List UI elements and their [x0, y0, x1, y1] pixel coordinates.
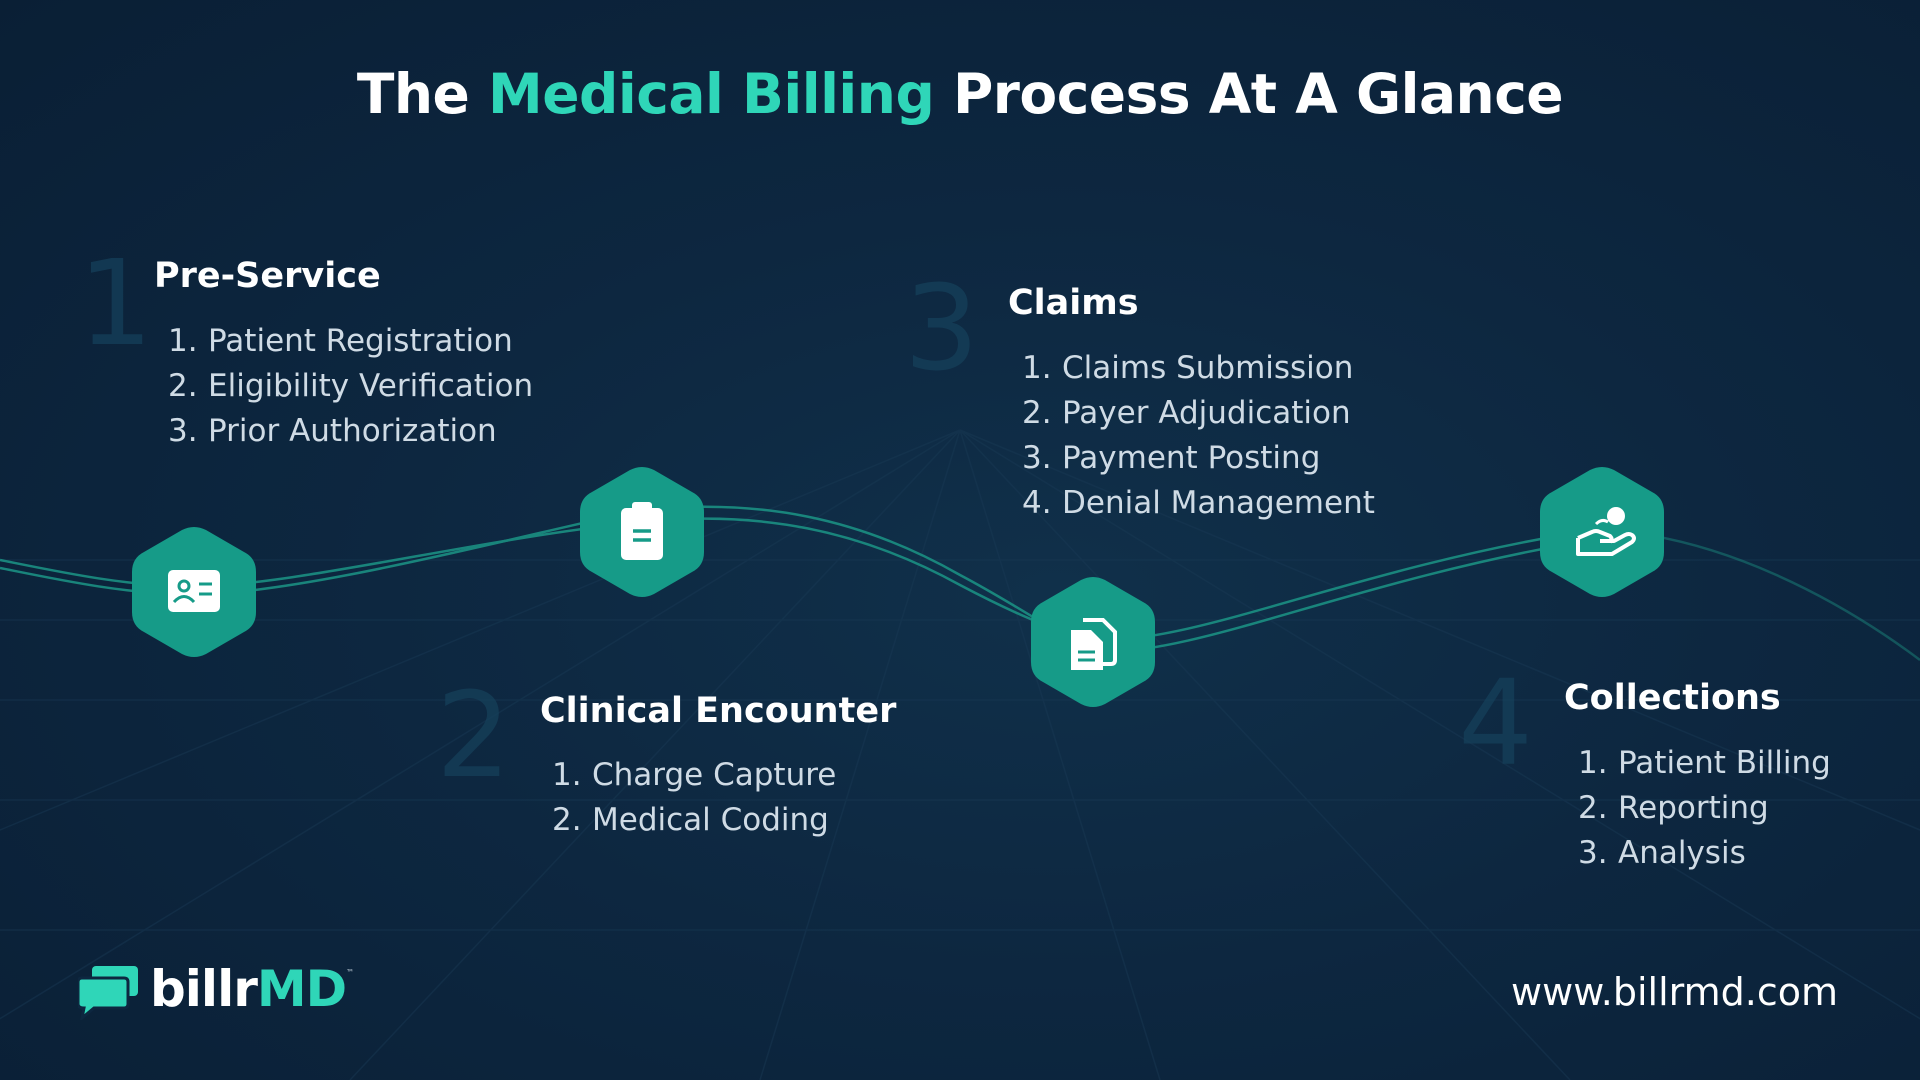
list-item: 1.Patient Registration: [168, 323, 513, 359]
step-2-hexagon: [580, 464, 704, 600]
list-item: 3.Prior Authorization: [168, 413, 497, 449]
page-title: The Medical Billing Process At A Glance: [0, 62, 1920, 126]
list-item: 3.Payment Posting: [1022, 440, 1321, 476]
title-accent: Medical Billing: [487, 62, 935, 126]
list-item: 1.Patient Billing: [1578, 745, 1831, 781]
list-item: 2.Medical Coding: [552, 802, 829, 838]
brand-name-accent: MD: [256, 960, 347, 1018]
step-3-hexagon: [1031, 574, 1155, 710]
list-item: 3.Analysis: [1578, 835, 1746, 871]
list-item: 2.Payer Adjudication: [1022, 395, 1351, 431]
step-pre-service: 1 Pre-Service 1.Patient Registration 2.E…: [78, 244, 558, 460]
step-clinical-encounter: 2 Clinical Encounter 1.Charge Capture 2.…: [436, 676, 896, 846]
step-items: 1.Claims Submission 2.Payer Adjudication…: [1022, 346, 1375, 526]
id-card-icon: [168, 570, 220, 612]
step-items: 1.Charge Capture 2.Medical Coding: [552, 753, 836, 843]
brand-name: billrMD™: [150, 960, 354, 1018]
list-item: 2.Eligibility Verification: [168, 368, 534, 404]
list-item: 4.Denial Management: [1022, 485, 1375, 521]
brand-name-main: billr: [150, 960, 258, 1018]
trademark-symbol: ™: [346, 968, 354, 977]
clipboard-icon: [621, 502, 663, 560]
list-item: 1.Claims Submission: [1022, 350, 1354, 386]
step-items: 1.Patient Registration 2.Eligibility Ver…: [168, 319, 533, 454]
step-title: Clinical Encounter: [540, 691, 897, 731]
title-suffix: Process At A Glance: [934, 62, 1564, 126]
step-title: Pre-Service: [154, 256, 381, 296]
step-claims: 3 Claims 1.Claims Submission 2.Payer Adj…: [904, 269, 1384, 527]
step-items: 1.Patient Billing 2.Reporting 3.Analysis: [1578, 741, 1831, 876]
step-number: 3: [904, 259, 980, 397]
website-url: www.billrmd.com: [1511, 970, 1838, 1014]
step-title: Claims: [1008, 283, 1139, 323]
step-number: 4: [1458, 654, 1534, 792]
step-title: Collections: [1564, 678, 1781, 718]
list-item: 1.Charge Capture: [552, 757, 837, 793]
step-number: 2: [436, 666, 512, 804]
title-prefix: The: [356, 62, 488, 126]
documents-icon: [1071, 618, 1117, 670]
list-item: 2.Reporting: [1578, 790, 1769, 826]
step-4-hexagon: [1540, 464, 1664, 600]
hand-coin-icon: [1576, 507, 1636, 556]
chat-bubbles-logo-icon: [78, 966, 138, 1020]
step-number: 1: [78, 234, 154, 372]
step-1-hexagon: [132, 524, 256, 660]
step-collections: 4 Collections 1.Patient Billing 2.Report…: [1458, 664, 1878, 882]
